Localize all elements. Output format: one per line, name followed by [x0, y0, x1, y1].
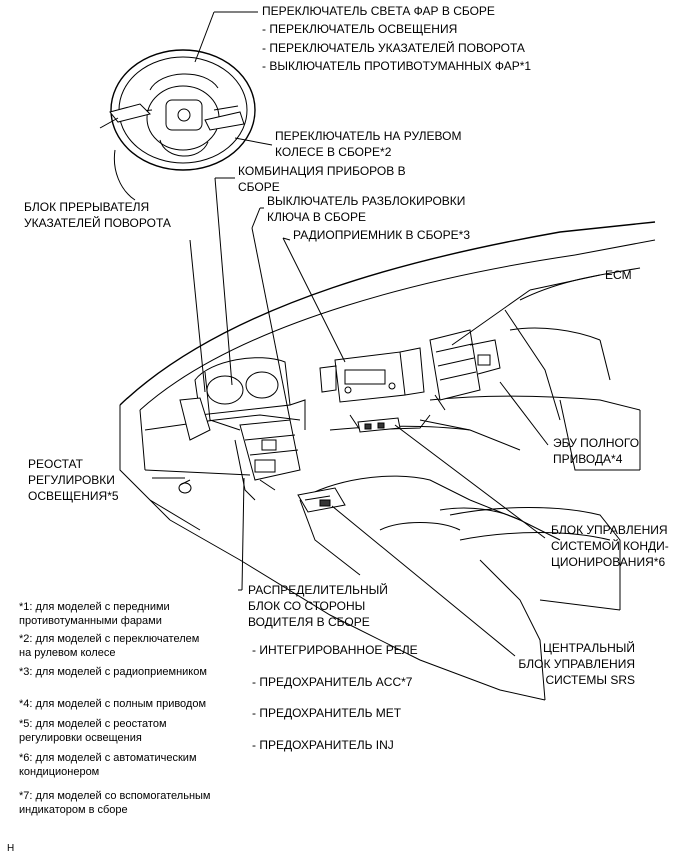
label-headlight-sub-turn: - ПЕРЕКЛЮЧАТЕЛЬ УКАЗАТЕЛЕЙ ПОВОРОТА: [262, 41, 525, 55]
dashboard-outline: [119, 221, 656, 701]
label-jb-sub-inj: - ПРЕДОХРАНИТЕЛЬ INJ: [252, 738, 394, 752]
label-jb-sub-acc: - ПРЕДОХРАНИТЕЛЬ ACC*7: [252, 675, 413, 689]
note-6: *6: для моделей с автоматическим кондици…: [19, 752, 197, 778]
srs-unit-drawing: [297, 487, 346, 513]
label-ac-amplifier: БЛОК УПРАВЛЕНИЯ СИСТЕМОЙ КОНДИ- ЦИОНИРОВ…: [551, 523, 669, 569]
label-srs-center: ЦЕНТРАЛЬНЫЙ БЛОК УПРАВЛЕНИЯ СИСТЕМЫ SRS: [518, 641, 635, 687]
note-2: *2: для моделей с переключателем на руле…: [19, 633, 200, 659]
radio-drawing: [319, 347, 425, 403]
label-jb-sub-relay: - ИНТЕГРИРОВАННОЕ РЕЛЕ: [252, 643, 418, 657]
label-radio-receiver: РАДИОПРИЕМНИК В СБОРЕ*3: [293, 228, 470, 242]
label-headlight-sub-fog: - ВЫКЛЮЧАТЕЛЬ ПРОТИВОТУМАННЫХ ФАР*1: [262, 59, 532, 73]
note-5: *5: для моделей с реостатом регулировки …: [19, 718, 167, 744]
label-headlight-sub-lighting: - ПЕРЕКЛЮЧАТЕЛЬ ОСВЕЩЕНИЯ: [262, 22, 458, 36]
ac-amplifier-drawing: [357, 417, 401, 433]
label-turn-flasher: БЛОК ПРЕРЫВАТЕЛЯ УКАЗАТЕЛЕЙ ПОВОРОТА: [24, 200, 171, 230]
label-driver-junction-block: РАСПРЕДЕЛИТЕЛЬНЫЙ БЛОК СО СТОРОНЫ ВОДИТЕ…: [248, 583, 388, 629]
instrument-cluster-drawing: [179, 357, 306, 441]
label-headlight-switch: ПЕРЕКЛЮЧАТЕЛЬ СВЕТА ФАР В СБОРЕ: [262, 4, 495, 18]
rheostat-drawing: [178, 479, 192, 494]
ecm-drawing: [429, 329, 501, 411]
note-7: *7: для моделей со вспомогательным индик…: [19, 790, 211, 816]
label-4wd-ecu: ЭБУ ПОЛНОГО ПРИВОДА*4: [553, 436, 640, 466]
label-steering-pad-switch: ПЕРЕКЛЮЧАТЕЛЬ НА РУЛЕВОМ КОЛЕСЕ В СБОРЕ*…: [275, 129, 462, 159]
leader-lines: [152, 11, 601, 657]
note-4: *4: для моделей с полным приводом: [19, 698, 207, 710]
figure-code: H: [7, 843, 15, 854]
label-unlock-warning-switch: ВЫКЛЮЧАТЕЛЬ РАЗБЛОКИРОВКИ КЛЮЧА В СБОРЕ: [267, 194, 466, 224]
note-3: *3: для моделей с радиоприемником: [19, 666, 207, 678]
label-ecm: ECM: [605, 268, 632, 282]
steering-wheel-drawing: [99, 49, 256, 201]
junction-block-drawing: [234, 419, 301, 501]
note-1: *1: для моделей с передними противотуман…: [19, 601, 170, 627]
label-combination-meter: КОМБИНАЦИЯ ПРИБОРОВ В СБОРЕ: [238, 164, 406, 194]
label-jb-sub-met: - ПРЕДОХРАНИТЕЛЬ MET: [252, 706, 402, 720]
label-rheostat: РЕОСТАТ РЕГУЛИРОВКИ ОСВЕЩЕНИЯ*5: [28, 457, 119, 503]
